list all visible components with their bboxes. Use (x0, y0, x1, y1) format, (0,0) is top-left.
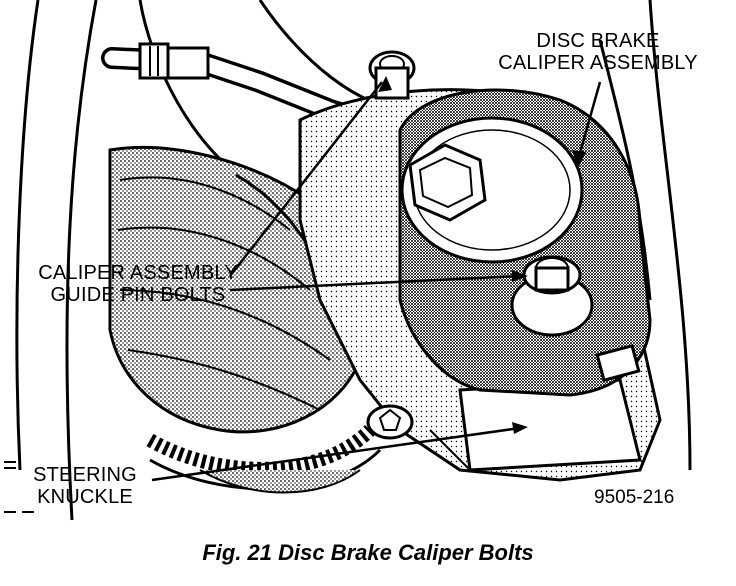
label-line: KNUCKLE (37, 486, 133, 508)
hose-bracket-bolt (408, 143, 487, 222)
figure-caption: Fig. 21 Disc Brake Caliper Bolts (202, 540, 534, 565)
label-line: GUIDE PIN BOLTS (50, 284, 226, 306)
tick-marks (4, 461, 34, 513)
lower-guide-pin-bolt (510, 255, 594, 337)
label-disc-brake-caliper-assembly: DISC BRAKE CALIPER ASSEMBLY (498, 30, 698, 74)
tone-ring (146, 424, 382, 494)
knuckle-mounting-bolt (366, 404, 414, 440)
label-steering-knuckle: STEERING KNUCKLE (20, 464, 150, 508)
label-line: STEERING (33, 464, 137, 486)
upper-guide-pin-bolt (368, 50, 416, 100)
leader-arrowheads (378, 76, 586, 434)
label-line: DISC BRAKE (536, 30, 660, 52)
label-line: CALIPER ASSEMBLY (38, 262, 238, 284)
label-caliper-guide-pin-bolts: CALIPER ASSEMBLY GUIDE PIN BOLTS (28, 262, 248, 306)
figure-code: 9505-216 (594, 487, 675, 508)
leader-lines (151, 81, 602, 482)
caliper-housing (398, 88, 652, 397)
label-line: CALIPER ASSEMBLY (498, 52, 698, 74)
